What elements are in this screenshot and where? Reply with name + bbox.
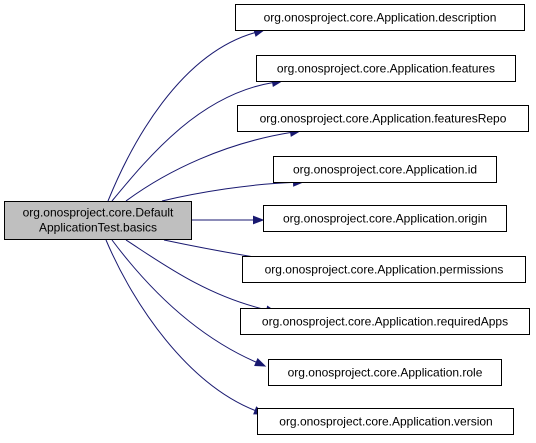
- target-node-description[interactable]: org.onosproject.core.Application.descrip…: [235, 4, 525, 31]
- target-node-permissions[interactable]: org.onosproject.core.Application.permiss…: [242, 256, 526, 283]
- target-node-features[interactable]: org.onosproject.core.Application.feature…: [256, 55, 516, 82]
- call-edge-arrowhead-origin: [253, 215, 265, 225]
- call-edge-version: [105, 239, 256, 411]
- source-node[interactable]: org.onosproject.core.Default Application…: [4, 201, 192, 240]
- call-edge-description: [107, 32, 256, 202]
- target-node-label: org.onosproject.core.Application.descrip…: [264, 11, 497, 25]
- target-node-box: [242, 256, 526, 283]
- target-node-box: [240, 308, 530, 335]
- target-node-label: org.onosproject.core.Application.require…: [262, 315, 508, 329]
- target-node-box: [256, 55, 516, 82]
- target-node-label: org.onosproject.core.Application.permiss…: [265, 263, 504, 277]
- target-node-box: [235, 4, 525, 31]
- call-edge-role: [111, 239, 257, 363]
- target-node-box: [268, 359, 502, 386]
- target-node-box: [273, 156, 497, 183]
- target-node-box: [237, 105, 529, 132]
- target-node-id[interactable]: org.onosproject.core.Application.id: [273, 156, 497, 183]
- call-edge-arrowhead-role: [254, 358, 267, 367]
- target-node-label: org.onosproject.core.Application.id: [293, 163, 477, 177]
- target-node-label: org.onosproject.core.Application.feature…: [277, 62, 495, 76]
- target-node-label: org.onosproject.core.Application.version: [279, 415, 492, 429]
- target-node-label: org.onosproject.core.Application.origin: [283, 212, 487, 226]
- source-node-label-line2: ApplicationTest.basics: [39, 221, 157, 235]
- source-node-box: [4, 201, 192, 240]
- call-edge-features: [111, 82, 273, 202]
- target-node-box: [263, 205, 507, 232]
- target-node-version[interactable]: org.onosproject.core.Application.version: [257, 408, 514, 435]
- target-node-role[interactable]: org.onosproject.core.Application.role: [268, 359, 502, 386]
- target-node-box: [257, 408, 514, 435]
- source-node-label-line1: org.onosproject.core.Default: [23, 206, 174, 220]
- target-node-featuresRepo[interactable]: org.onosproject.core.Application.feature…: [237, 105, 529, 132]
- target-node-label: org.onosproject.core.Application.feature…: [260, 112, 507, 126]
- target-node-origin[interactable]: org.onosproject.core.Application.origin: [263, 205, 507, 232]
- call-edge-id: [161, 181, 294, 202]
- call-edge-featuresRepo: [125, 132, 291, 202]
- target-node-label: org.onosproject.core.Application.role: [288, 366, 483, 380]
- target-node-requiredApps[interactable]: org.onosproject.core.Application.require…: [240, 308, 530, 335]
- call-edge-requiredApps: [125, 239, 267, 311]
